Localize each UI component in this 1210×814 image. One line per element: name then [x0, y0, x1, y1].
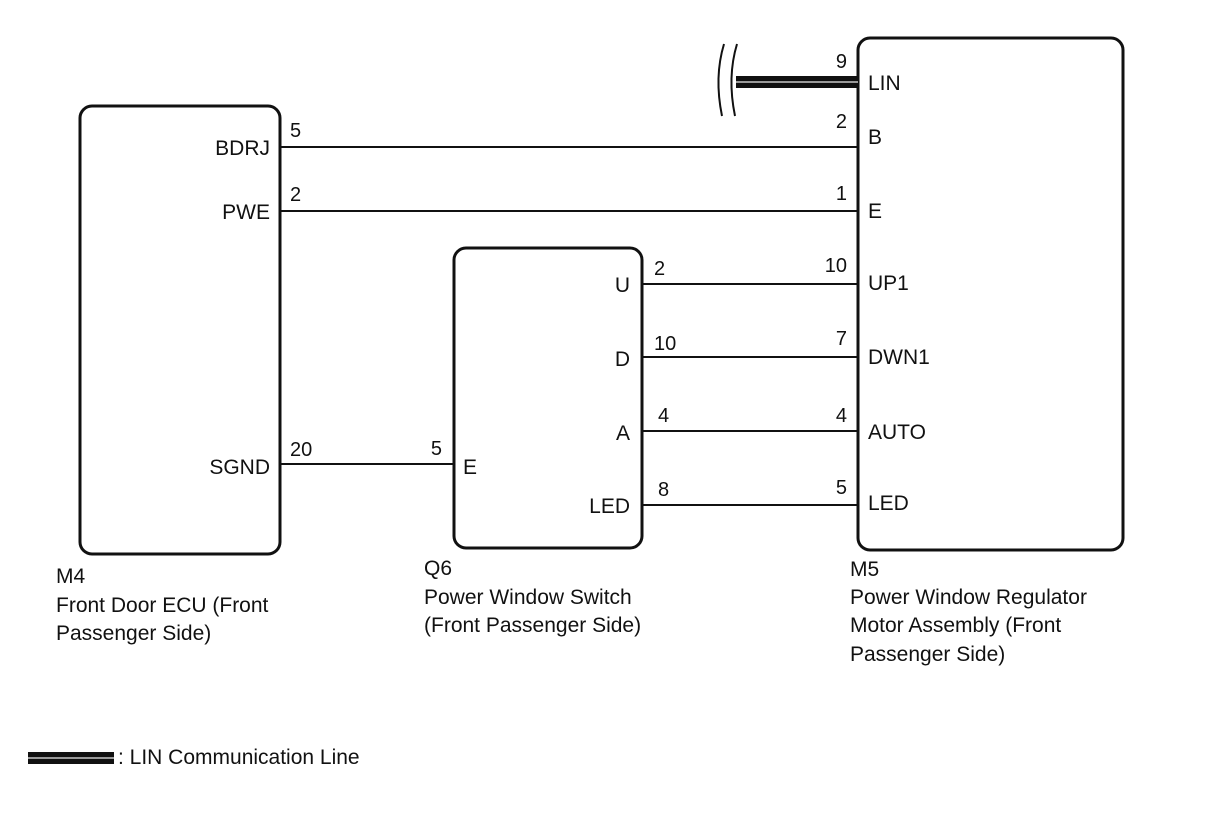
m4-name-line-1: Front Door ECU (Front: [56, 594, 269, 617]
q6-name-line-2: (Front Passenger Side): [424, 614, 641, 637]
m4-terminal-sgnd-label: SGND: [209, 456, 270, 479]
m4-pin-sgnd: 20: [290, 439, 312, 461]
m5-name-line-3: Passenger Side): [850, 643, 1005, 666]
m5-pin-lin: 9: [836, 51, 847, 73]
q6-code: Q6: [424, 557, 452, 580]
m5-pin-dwn1: 7: [836, 328, 847, 350]
m5-motor-box: [856, 36, 1125, 552]
m5-name-line-1: Power Window Regulator: [850, 586, 1087, 609]
m4-terminal-pwe-label: PWE: [222, 201, 270, 224]
wire-break-mark: [717, 43, 725, 117]
q6-pin-d: 10: [654, 333, 676, 355]
legend: : LIN Communication Line: [28, 746, 360, 769]
m5-pin-e: 1: [836, 183, 847, 205]
m4-terminal-bdrj-label: BDRJ: [215, 137, 270, 160]
m4-ecu-box: [78, 104, 282, 556]
m5-name-line-2: Motor Assembly (Front: [850, 614, 1061, 637]
q6-pin-u: 2: [654, 258, 665, 280]
q6-pin-e: 5: [431, 438, 442, 460]
wire-break-mark: [730, 43, 738, 117]
m5-code: M5: [850, 558, 879, 581]
q6-switch-box: [452, 246, 644, 550]
m4-code: M4: [56, 565, 85, 588]
m4-pin-bdrj: 5: [290, 120, 301, 142]
m5-terminal-b-label: B: [868, 126, 882, 149]
m5-pin-auto: 4: [836, 405, 847, 427]
m5-terminal-lin-label: LIN: [868, 72, 901, 95]
m4-name-line-2: Passenger Side): [56, 622, 211, 645]
q6-pin-led: 8: [658, 479, 669, 501]
q6-terminal-led-label: LED: [589, 495, 630, 518]
legend-lin-label: : LIN Communication Line: [118, 746, 360, 769]
m5-pin-b: 2: [836, 111, 847, 133]
q6-terminal-u-label: U: [615, 274, 630, 297]
m5-terminal-dwn1-label: DWN1: [868, 346, 930, 369]
q6-pin-a: 4: [658, 405, 669, 427]
m4-pin-pwe: 2: [290, 184, 301, 206]
q6-terminal-a-label: A: [616, 422, 630, 445]
m5-pin-up1: 10: [825, 255, 847, 277]
m5-terminal-up1-label: UP1: [868, 272, 909, 295]
m5-terminal-auto-label: AUTO: [868, 421, 926, 444]
m5-terminal-e-label: E: [868, 200, 882, 223]
q6-terminal-e-label: E: [463, 456, 477, 479]
q6-name-line-1: Power Window Switch: [424, 586, 632, 609]
q6-terminal-d-label: D: [615, 348, 630, 371]
m5-terminal-led-label: LED: [868, 492, 909, 515]
lin-bus-line: [717, 43, 858, 117]
m5-pin-led: 5: [836, 477, 847, 499]
